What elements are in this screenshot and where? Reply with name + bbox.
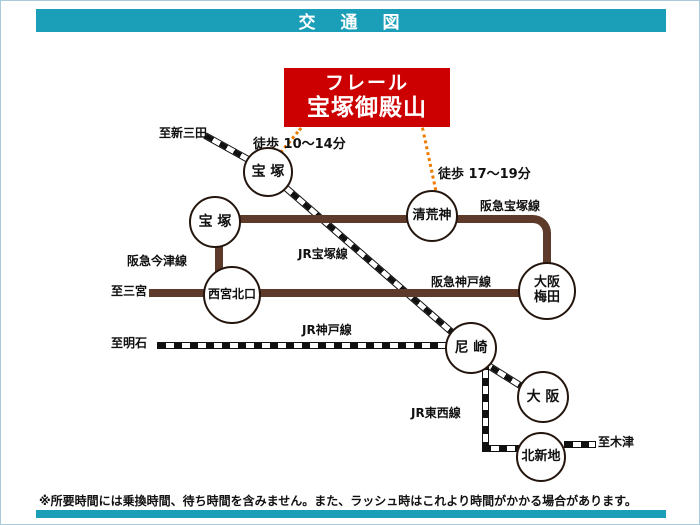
line-label-jr-takarazuka: JR宝塚線 xyxy=(298,247,348,261)
direction-label-akashi: 至明石 xyxy=(111,336,148,350)
walk-route-to-kiyoshikojin-dotted-line xyxy=(421,127,438,191)
line-label-hankyu-takarazuka: 阪急宝塚線 xyxy=(480,199,541,213)
jr-kobe-line-track xyxy=(157,342,460,349)
hankyu-imazu-line-track xyxy=(215,239,223,293)
property-name-line1: フレール xyxy=(324,72,409,95)
line-label-jr-kobe: JR神戸線 xyxy=(302,323,352,337)
line-label-jr-tozai: JR東西線 xyxy=(411,406,461,420)
bottom-accent-bar xyxy=(36,510,666,518)
hankyu-kobe-line-track xyxy=(149,289,541,297)
walk-time-to-kiyoshikojin: 徒歩 17〜19分 xyxy=(438,167,531,182)
station-kitashinchi: 北新地 xyxy=(516,432,566,482)
property-name-box: フレール 宝塚御殿山 xyxy=(284,68,450,127)
station-osaka-umeda-line2: 梅田 xyxy=(533,290,560,305)
station-amagasaki: 尼 崎 xyxy=(445,322,497,374)
station-osaka-umeda-line1: 大阪 xyxy=(533,275,560,291)
line-label-hankyu-kobe: 阪急神戸線 xyxy=(431,275,492,289)
jr-tozai-line-vertical-segment xyxy=(482,361,489,449)
footer-note: ※所要時間には乗換時間、待ち時間を含みません。また、ラッシュ時はこれより時間がか… xyxy=(39,494,637,508)
station-takarazuka-jr: 宝 塚 xyxy=(243,147,293,197)
direction-label-kizu: 至木津 xyxy=(598,435,635,449)
title-bar: 交 通 図 xyxy=(36,9,666,33)
station-takarazuka-hankyu: 宝 塚 xyxy=(189,196,241,248)
direction-label-sannomiya: 至三宮 xyxy=(111,284,148,298)
property-name-line2: 宝塚御殿山 xyxy=(307,95,427,122)
direction-label-shin-sanda: 至新三田 xyxy=(159,126,208,140)
page-title: 交 通 図 xyxy=(298,13,404,33)
station-nishinomiya-kitaguchi: 西宮北口 xyxy=(203,266,261,324)
hankyu-takarazuka-line-track xyxy=(215,215,551,273)
jr-tozai-line-kizu-segment xyxy=(564,441,596,448)
line-label-hankyu-imazu: 阪急今津線 xyxy=(127,254,188,268)
station-osaka-umeda-label: 大阪 梅田 xyxy=(533,275,560,306)
station-osaka-umeda: 大阪 梅田 xyxy=(518,262,576,320)
station-osaka: 大 阪 xyxy=(517,371,569,423)
station-kiyoshikojin: 清荒神 xyxy=(406,190,458,242)
